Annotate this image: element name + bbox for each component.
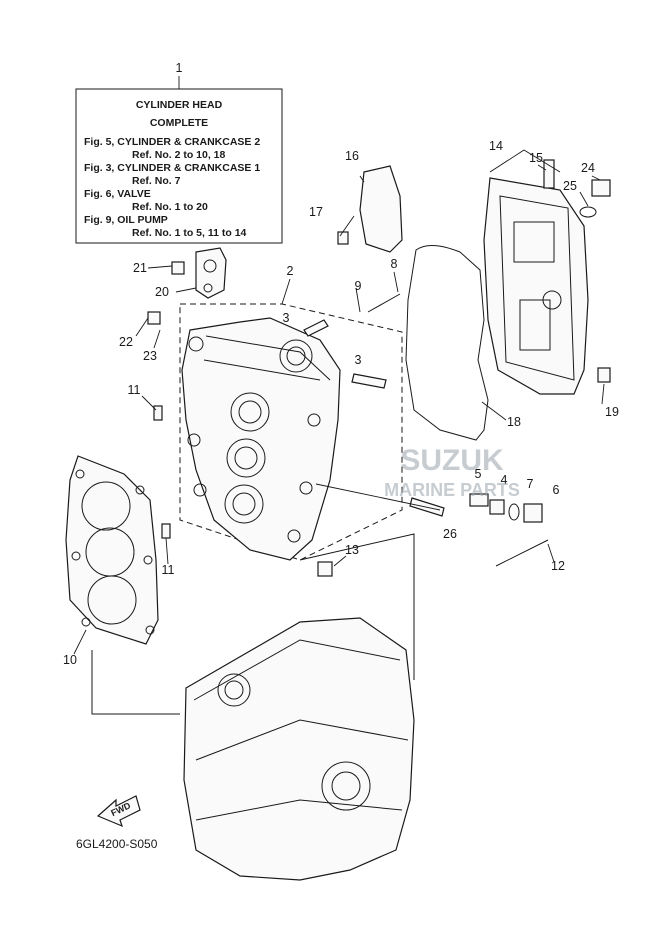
info-line-fig6: Fig. 6, VALVE: [84, 188, 151, 200]
callout-20: 20: [155, 285, 169, 299]
assembly-bracket-right: [299, 533, 415, 680]
leader-lines: [73, 76, 605, 655]
cover-bolt: [597, 367, 611, 383]
cylinder-head: [181, 317, 341, 561]
callout-12: 12: [551, 559, 565, 573]
callout-13: 13: [345, 543, 359, 557]
head-bolt: [317, 561, 333, 577]
callout-16: 16: [345, 149, 359, 163]
info-line-title: CYLINDER HEAD: [136, 99, 223, 111]
callout-3b: 3: [355, 353, 362, 367]
callout-17: 17: [309, 205, 323, 219]
info-line-subtitle: COMPLETE: [150, 117, 208, 129]
stud-bolt-b: [351, 373, 387, 389]
o-ring: [579, 206, 597, 218]
callout-labels: 1 2 3 3 4 5 6 7 8 9 10 11 11 12 13 14 15…: [63, 61, 619, 667]
info-line-fig9: Fig. 9, OIL PUMP: [84, 214, 168, 226]
info-line-fig5: Fig. 5, CYLINDER & CRANKCASE 2: [84, 136, 260, 148]
filler-tube: [543, 159, 555, 189]
callout-21: 21: [133, 261, 147, 275]
callout-23: 23: [143, 349, 157, 363]
long-bolt-lower: [495, 539, 549, 567]
callout-6: 6: [553, 483, 560, 497]
callout-8: 8: [391, 257, 398, 271]
fwd-arrow: FWD: [96, 795, 141, 828]
callout-19: 19: [605, 405, 619, 419]
callout-5: 5: [475, 467, 482, 481]
diagram-code: 6GL4200-S050: [76, 837, 158, 851]
info-line-fig6-ref: Ref. No. 1 to 20: [132, 201, 208, 213]
bracket-hole-bottom: [203, 283, 213, 293]
head-gasket: [65, 455, 159, 645]
info-line-fig9-ref: Ref. No. 1 to 5, 11 to 14: [132, 227, 247, 239]
head-cover: [483, 177, 589, 395]
callout-14: 14: [489, 139, 503, 153]
dowel-pin-b: [161, 523, 171, 539]
callout-15: 15: [529, 151, 543, 165]
callout-1: 1: [176, 61, 183, 75]
callout-9: 9: [355, 279, 362, 293]
callout-24: 24: [581, 161, 595, 175]
oil-cap: [591, 179, 611, 197]
info-line-fig5-ref: Ref. No. 2 to 10, 18: [132, 149, 226, 161]
bracket-bolt: [171, 261, 185, 275]
info-box: CYLINDER HEAD COMPLETE Fig. 5, CYLINDER …: [75, 88, 283, 244]
anode-bolt: [147, 311, 161, 325]
washer: [508, 503, 520, 521]
callout-18: 18: [507, 415, 521, 429]
callout-25: 25: [563, 179, 577, 193]
info-line-fig3: Fig. 3, CYLINDER & CRANKCASE 1: [84, 162, 260, 174]
plate-bolt: [337, 231, 349, 245]
collar: [489, 499, 505, 515]
spacer: [469, 493, 489, 507]
assembly-bracket-left: [91, 650, 180, 715]
callout-26: 26: [443, 527, 457, 541]
watermark-line-2: MARINE PARTS: [384, 480, 520, 500]
callout-2: 2: [287, 264, 294, 278]
watermark-line-1: SUZUK: [400, 444, 504, 477]
callout-22: 22: [119, 335, 133, 349]
callout-11a: 11: [128, 383, 141, 397]
plate: [359, 165, 403, 253]
callout-4: 4: [501, 473, 508, 487]
callout-11b: 11: [162, 563, 175, 577]
cylinder-block: [183, 617, 415, 881]
info-line-fig3-ref: Ref. No. 7: [132, 175, 181, 187]
plug: [523, 503, 543, 523]
callout-10: 10: [63, 653, 77, 667]
cover-gasket: [405, 245, 489, 441]
dowel-pin-a: [153, 405, 163, 421]
callout-7: 7: [527, 477, 534, 491]
bracket: [195, 247, 227, 299]
callout-3a: 3: [283, 311, 290, 325]
long-bolt: [367, 293, 401, 313]
bracket-hole-top: [203, 259, 217, 273]
stud-bolt-a: [303, 319, 329, 337]
